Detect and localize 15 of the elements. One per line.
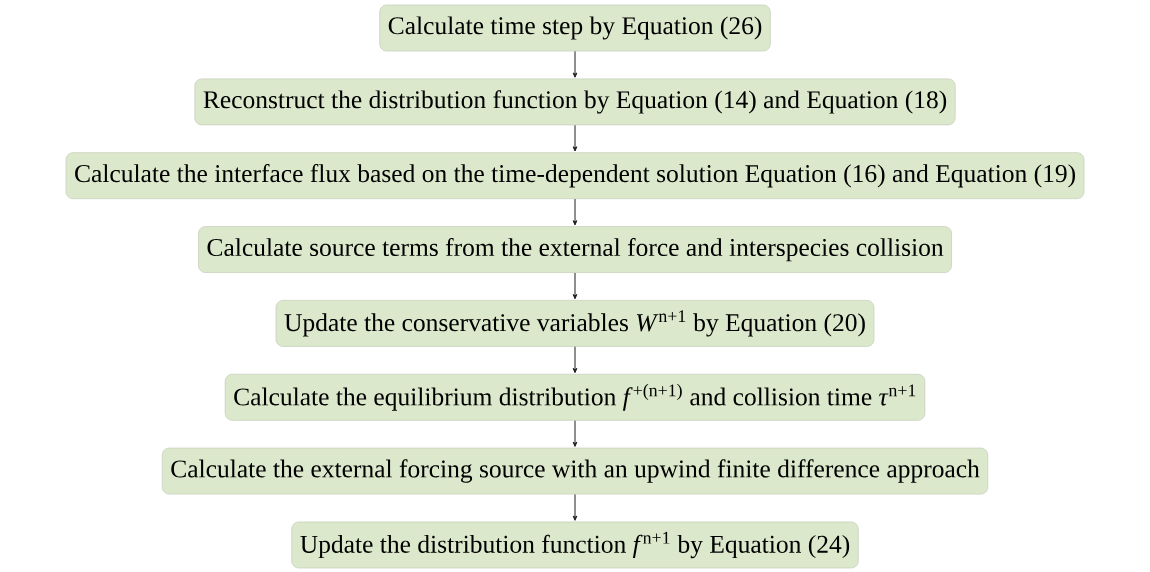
arrow xyxy=(572,346,578,374)
arrow xyxy=(572,272,578,300)
arrow xyxy=(572,494,578,521)
process-box: Calculate source terms from the external force and interspecies collision xyxy=(198,226,952,273)
arrow xyxy=(572,420,578,447)
process-box: Calculate time step by Equation (26) xyxy=(379,4,771,52)
process-box: Update the distribution function f$^{n+1}$ by Equation (24) xyxy=(291,521,859,569)
process-box: Calculate the external forcing source with an upwind finite difference approach xyxy=(161,447,989,495)
arrow xyxy=(572,198,578,226)
arrow xyxy=(572,124,578,152)
arrow xyxy=(572,50,578,78)
process-box: Calculate the equilibrium distribution f$^{+(n+1)}$ and collision time τ$^{n+1}$ xyxy=(224,373,926,421)
process-box: Reconstruct the distribution function by Equation (14) and Equation (18) xyxy=(194,78,956,126)
process-box: Update the conservative variables W$^{n+1}$ by Equation (20) xyxy=(275,300,875,347)
process-box: Calculate the interface flux based on the time-dependent solution Equation (16) and Equation (19) xyxy=(65,152,1085,200)
